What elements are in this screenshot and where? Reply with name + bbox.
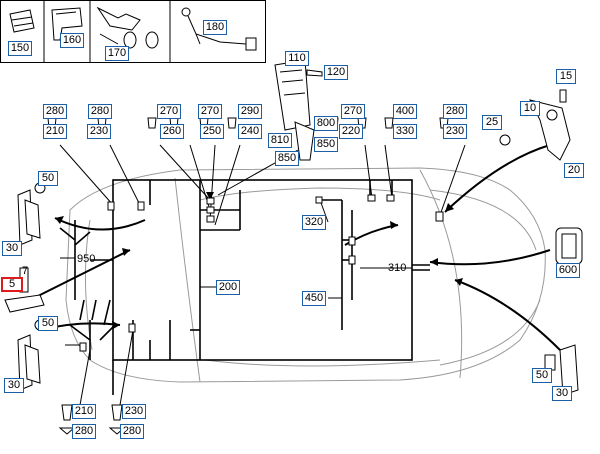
bracket-5 <box>4 294 45 313</box>
callout-10[interactable]: 10 <box>520 101 540 116</box>
callout-850-a[interactable]: 850 <box>314 137 338 152</box>
relay-800 <box>294 121 315 161</box>
main-harness-loop <box>112 179 413 361</box>
callout-50-c[interactable]: 50 <box>532 368 552 383</box>
callout-280-a[interactable]: 280 <box>43 104 67 119</box>
bolt-25 <box>499 134 511 146</box>
thumbnail-180-art <box>181 7 257 51</box>
callout-210-a[interactable]: 210 <box>43 124 67 139</box>
label-310: 310 <box>388 262 407 274</box>
clip-280-bottom-a <box>58 427 76 435</box>
callout-280-b[interactable]: 280 <box>88 104 112 119</box>
callout-270-a[interactable]: 270 <box>157 104 181 119</box>
callout-200[interactable]: 200 <box>216 280 240 295</box>
callout-270-c[interactable]: 270 <box>341 104 365 119</box>
callout-230-b[interactable]: 230 <box>122 404 146 419</box>
callout-50-a[interactable]: 50 <box>38 171 58 186</box>
thumbnail-170-art <box>96 6 159 49</box>
callout-220[interactable]: 220 <box>339 124 363 139</box>
label-950: 950 <box>77 253 96 265</box>
callout-290[interactable]: 290 <box>238 104 262 119</box>
car-outline <box>65 167 546 383</box>
callout-810[interactable]: 810 <box>268 133 292 148</box>
callout-280-e[interactable]: 280 <box>120 424 144 439</box>
arrow-from-30-right <box>454 279 561 351</box>
callout-270-b[interactable]: 270 <box>198 104 222 119</box>
callout-30-a[interactable]: 30 <box>2 241 22 256</box>
callout-230-a[interactable]: 230 <box>87 124 111 139</box>
callout-160[interactable]: 160 <box>60 33 84 48</box>
callout-110[interactable]: 110 <box>285 51 309 66</box>
thumbnail-frame <box>0 0 266 63</box>
reference-arrows <box>29 144 561 351</box>
bolt-50-right <box>544 354 556 371</box>
connector-600 <box>555 227 583 265</box>
callout-330[interactable]: 330 <box>393 124 417 139</box>
callout-170[interactable]: 170 <box>105 46 129 61</box>
callout-210-b[interactable]: 210 <box>72 404 96 419</box>
bracket-20 <box>529 99 571 161</box>
callout-30-c[interactable]: 30 <box>552 386 572 401</box>
callout-230-c[interactable]: 230 <box>443 124 467 139</box>
harness-wires <box>59 179 430 395</box>
thumbnail-160-art <box>51 7 83 41</box>
screw-120 <box>306 69 323 77</box>
label-7: 7 <box>22 265 29 277</box>
callout-30-b[interactable]: 30 <box>4 378 24 393</box>
callout-120[interactable]: 120 <box>324 65 348 80</box>
sensor-30-right <box>559 344 579 396</box>
arrow-heads <box>55 192 463 329</box>
callout-260[interactable]: 260 <box>160 124 184 139</box>
callout-25[interactable]: 25 <box>482 115 502 130</box>
callout-450[interactable]: 450 <box>302 291 326 306</box>
callout-180[interactable]: 180 <box>203 20 227 35</box>
arrow-to-30-upper <box>54 217 146 231</box>
bolt-15 <box>559 89 567 103</box>
callout-150[interactable]: 150 <box>8 41 32 56</box>
arrow-from-5 <box>29 249 131 301</box>
callout-50-b[interactable]: 50 <box>38 316 58 331</box>
callout-250[interactable]: 250 <box>200 124 224 139</box>
callout-280-c[interactable]: 280 <box>443 104 467 119</box>
callout-15[interactable]: 15 <box>556 69 576 84</box>
arrow-from-600 <box>429 249 551 266</box>
callout-850-b[interactable]: 850 <box>275 151 299 166</box>
callout-600[interactable]: 600 <box>556 263 580 278</box>
terminal-230-bottom <box>111 404 123 421</box>
callout-800[interactable]: 800 <box>314 116 338 131</box>
callout-280-d[interactable]: 280 <box>72 424 96 439</box>
callout-5-selected[interactable]: 5 <box>1 277 23 292</box>
callout-20[interactable]: 20 <box>564 163 584 178</box>
arrow-from-20 <box>444 144 551 213</box>
harness-connectors <box>79 194 444 352</box>
callout-240[interactable]: 240 <box>238 124 262 139</box>
thumbnail-150-art <box>9 9 35 33</box>
callout-400[interactable]: 400 <box>393 104 417 119</box>
sensor-10 <box>546 109 558 121</box>
leader-lines <box>59 144 466 406</box>
callout-320[interactable]: 320 <box>302 215 326 230</box>
terminal-210-bottom <box>61 404 73 421</box>
thumbnail-strip <box>0 0 266 63</box>
